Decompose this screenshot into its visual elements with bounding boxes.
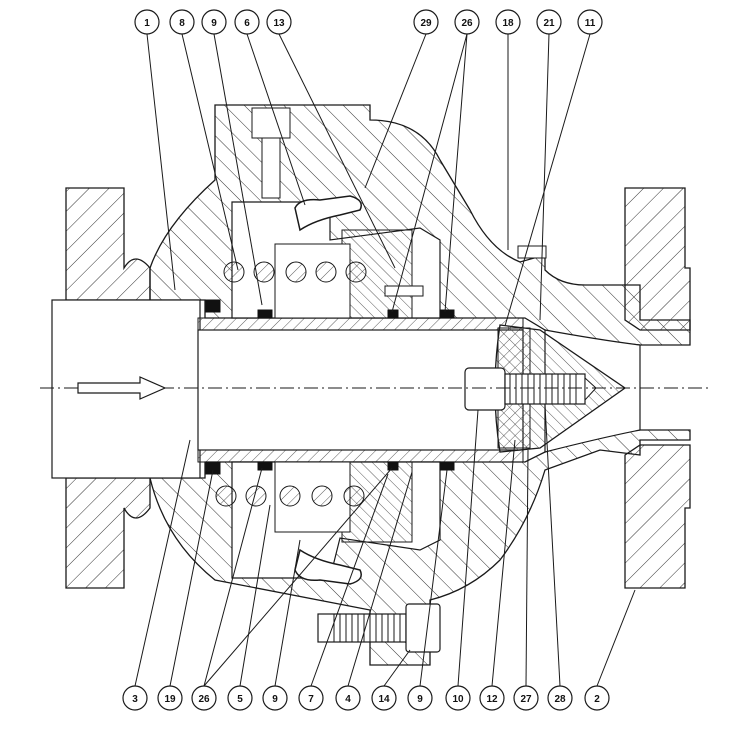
right-flange-upper <box>624 187 691 331</box>
svg-text:5: 5 <box>237 694 243 705</box>
lower-bolt-head <box>405 603 441 653</box>
svg-text:3: 3 <box>132 694 138 705</box>
callout-6-top: 6 <box>234 9 260 35</box>
callout-9b-bottom: 9 <box>407 685 433 711</box>
callout-12-bottom: 12 <box>479 685 505 711</box>
svg-text:21: 21 <box>543 18 555 29</box>
callout-26-bottom: 26 <box>191 685 217 711</box>
callout-27-bottom: 27 <box>513 685 539 711</box>
svg-text:2: 2 <box>594 694 600 705</box>
callout-9-top: 9 <box>201 9 227 35</box>
svg-text:18: 18 <box>502 18 514 29</box>
callout-2-bottom: 2 <box>584 685 610 711</box>
lower-o-rings <box>205 461 455 475</box>
callout-21-top: 21 <box>536 9 562 35</box>
callout-5-bottom: 5 <box>227 685 253 711</box>
leader-lines <box>134 33 636 687</box>
callout-7-bottom: 7 <box>298 685 324 711</box>
svg-text:10: 10 <box>452 694 464 705</box>
svg-text:26: 26 <box>198 694 210 705</box>
gland-port <box>251 107 291 139</box>
svg-text:4: 4 <box>345 694 351 705</box>
top-stud <box>517 245 547 259</box>
callout-10-bottom: 10 <box>445 685 471 711</box>
callout-3-bottom: 3 <box>122 685 148 711</box>
lower-springs <box>215 485 365 507</box>
svg-text:19: 19 <box>164 694 176 705</box>
upper-springs <box>223 261 367 283</box>
svg-text:9: 9 <box>211 18 217 29</box>
bolt-tip <box>584 376 597 402</box>
bolt-thread <box>504 373 586 405</box>
svg-text:9: 9 <box>417 694 423 705</box>
flow-direction-arrow <box>77 376 167 400</box>
svg-text:12: 12 <box>486 694 498 705</box>
callout-11-top: 11 <box>577 9 603 35</box>
gland-port-stem <box>261 137 281 199</box>
callout-28-bottom: 28 <box>547 685 573 711</box>
svg-text:7: 7 <box>308 694 314 705</box>
callout-1-top: 1 <box>134 9 160 35</box>
upper-bellows <box>294 195 362 232</box>
shaft-sleeve-upper <box>197 317 524 331</box>
svg-text:29: 29 <box>420 18 432 29</box>
left-flange-lower <box>65 477 151 589</box>
callout-8-top: 8 <box>169 9 195 35</box>
bolt-thread-lines <box>509 374 577 404</box>
callout-19-bottom: 19 <box>157 685 183 711</box>
svg-text:13: 13 <box>273 18 285 29</box>
svg-text:8: 8 <box>179 18 185 29</box>
bolt-head <box>464 367 506 411</box>
upper-drive-pin <box>384 285 424 297</box>
svg-text:28: 28 <box>554 694 566 705</box>
upper-spring-retainer <box>274 243 351 319</box>
svg-text:14: 14 <box>378 694 390 705</box>
callout-18-top: 18 <box>495 9 521 35</box>
callout-14-bottom: 14 <box>371 685 397 711</box>
svg-text:26: 26 <box>461 18 473 29</box>
svg-text:6: 6 <box>244 18 250 29</box>
svg-text:11: 11 <box>585 18 596 29</box>
callout-29-top: 29 <box>413 9 439 35</box>
callout-26-top: 26 <box>454 9 480 35</box>
svg-text:9: 9 <box>272 694 278 705</box>
upper-o-rings <box>205 299 455 319</box>
lower-bolt-threads <box>333 614 401 642</box>
left-flange-upper <box>65 187 151 301</box>
callout-9-bottom: 9 <box>262 685 288 711</box>
svg-text:27: 27 <box>520 694 532 705</box>
svg-text:1: 1 <box>144 18 150 29</box>
callout-13-top: 13 <box>266 9 292 35</box>
right-flange-lower <box>624 444 691 589</box>
callout-4-bottom: 4 <box>335 685 361 711</box>
